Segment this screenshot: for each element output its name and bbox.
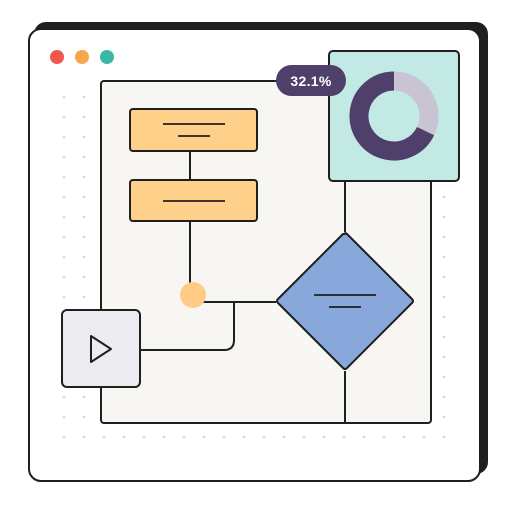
grid-dot [62,415,66,419]
grid-dot [262,435,266,439]
grid-dot [62,215,66,219]
percentage-badge: 32.1% [276,65,346,96]
grid-dot [82,435,86,439]
grid-dot [342,435,346,439]
grid-dot [442,295,446,299]
connector-junction-play [140,302,235,351]
grid-dot [82,395,86,399]
grid-dot [62,115,66,119]
maximize-window-button[interactable] [100,50,114,64]
grid-dot [62,395,66,399]
grid-dot [62,135,66,139]
grid-dot [402,435,406,439]
grid-dot [62,435,66,439]
grid-dot [442,255,446,259]
grid-dot [82,215,86,219]
grid-dot [142,435,146,439]
grid-dot [442,315,446,319]
grid-dot [442,415,446,419]
grid-dot [442,435,446,439]
grid-dot [442,215,446,219]
close-window-button[interactable] [50,50,64,64]
grid-dot [82,275,86,279]
grid-dot [62,255,66,259]
decision-diamond[interactable] [276,232,414,370]
grid-dot [442,195,446,199]
grid-dot [442,395,446,399]
grid-dot [422,435,426,439]
grid-dot [62,295,66,299]
grid-dot [82,135,86,139]
donut-arc [349,71,435,161]
grid-dot [442,275,446,279]
grid-dot [442,235,446,239]
play-card[interactable] [61,309,141,388]
grid-dot [82,175,86,179]
process-box-1[interactable] [129,108,258,152]
play-icon [90,335,112,363]
grid-dot [302,435,306,439]
grid-dot [82,415,86,419]
grid-dot [82,295,86,299]
grid-dot [82,155,86,159]
grid-dot [442,355,446,359]
grid-dot [62,175,66,179]
grid-dot [62,155,66,159]
chart-card [328,50,460,182]
minimize-window-button[interactable] [75,50,89,64]
grid-dot [242,435,246,439]
grid-dot [382,435,386,439]
grid-dot [282,435,286,439]
grid-dot [442,335,446,339]
grid-dot [182,435,186,439]
grid-dot [442,375,446,379]
grid-dot [202,435,206,439]
grid-dot [62,95,66,99]
grid-dot [102,435,106,439]
grid-dot [62,235,66,239]
grid-dot [82,115,86,119]
grid-dot [122,435,126,439]
grid-dot [82,235,86,239]
grid-dot [362,435,366,439]
grid-dot [82,95,86,99]
grid-dot [62,275,66,279]
grid-dot [62,195,66,199]
grid-dot [82,195,86,199]
grid-dot [322,435,326,439]
grid-dot [162,435,166,439]
grid-dot [82,255,86,259]
process-box-2[interactable] [129,179,258,222]
junction-dot [180,282,206,308]
grid-dot [222,435,226,439]
